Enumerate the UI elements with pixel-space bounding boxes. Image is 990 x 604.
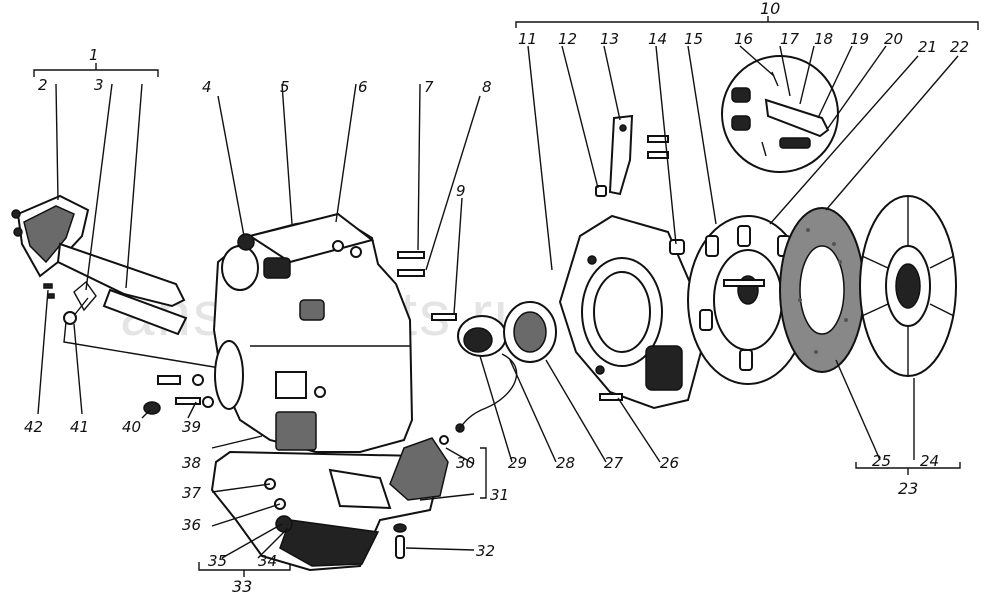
callout-25: 25 xyxy=(872,452,891,470)
driven-disc xyxy=(859,195,957,377)
bracket-group-10 xyxy=(515,16,979,30)
callout-36: 36 xyxy=(182,516,201,534)
friction-lining xyxy=(779,207,865,373)
callout-40: 40 xyxy=(122,418,141,436)
callout-37: 37 xyxy=(182,484,202,502)
callout-20: 20 xyxy=(884,30,903,48)
callout-35: 35 xyxy=(208,552,227,570)
release-fork-assembly xyxy=(11,194,188,336)
callout-13: 13 xyxy=(600,30,619,48)
callout-9: 9 xyxy=(456,182,466,200)
callout-3: 3 xyxy=(94,76,104,94)
callout-29: 29 xyxy=(508,454,527,472)
callout-7: 7 xyxy=(424,78,434,96)
callout-22: 22 xyxy=(950,38,969,56)
callout-28: 28 xyxy=(556,454,575,472)
callout-34: 34 xyxy=(258,552,277,570)
leader-lines xyxy=(37,45,959,559)
bracket-group-1 xyxy=(33,63,159,77)
callout-14: 14 xyxy=(648,30,667,48)
callout-42: 42 xyxy=(24,418,43,436)
callout-19: 19 xyxy=(850,30,869,48)
callout-33: 33 xyxy=(232,577,252,596)
callout-15: 15 xyxy=(684,30,703,48)
callout-32: 32 xyxy=(476,542,495,560)
callout-4: 4 xyxy=(202,78,212,96)
callout-5: 5 xyxy=(280,78,290,96)
callout-16: 16 xyxy=(734,30,753,48)
callout-23: 23 xyxy=(898,479,918,498)
callout-31: 31 xyxy=(490,486,509,504)
linkage-rod xyxy=(63,321,233,371)
bolts-and-washers xyxy=(143,251,465,559)
detail-inset xyxy=(721,55,839,173)
callout-38: 38 xyxy=(182,454,201,472)
gasket xyxy=(389,437,449,501)
callout-24: 24 xyxy=(920,452,939,470)
callout-39: 39 xyxy=(182,418,201,436)
clutch-housing xyxy=(212,212,414,453)
callout-17: 17 xyxy=(780,30,800,48)
callout-11: 11 xyxy=(518,30,537,48)
callout-2: 2 xyxy=(38,76,48,94)
callout-30: 30 xyxy=(456,454,475,472)
callout-41: 41 xyxy=(70,418,89,436)
bracket-group-30-31 xyxy=(480,447,487,499)
bracket-group-33 xyxy=(198,562,291,577)
callout-8: 8 xyxy=(482,78,492,96)
bearing-sleeve xyxy=(503,301,557,363)
callout-27: 27 xyxy=(604,454,624,472)
callout-6: 6 xyxy=(358,78,368,96)
callout-labels: 1 2 3 4 5 6 7 8 9 10 11 12 13 14 15 16 1… xyxy=(24,0,969,596)
release-lever xyxy=(595,114,685,255)
bracket-group-23 xyxy=(855,462,961,475)
callout-18: 18 xyxy=(814,30,833,48)
callout-21: 21 xyxy=(918,38,937,56)
clutch-cover xyxy=(558,214,704,410)
callout-12: 12 xyxy=(558,30,577,48)
callout-26: 26 xyxy=(660,454,679,472)
callout-1: 1 xyxy=(89,46,99,64)
callout-10: 10 xyxy=(760,0,780,18)
